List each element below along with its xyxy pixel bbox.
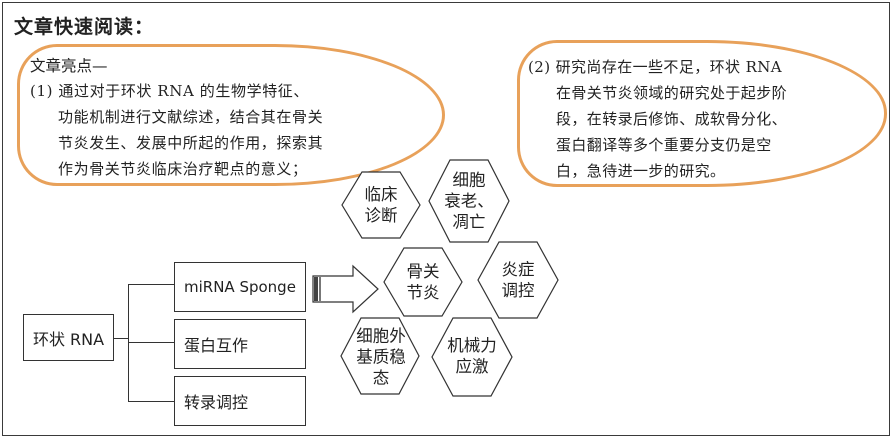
mechanism-node: miRNA Sponge [174, 262, 306, 312]
highlight-bubble-2: (2) 研究尚存在一些不足，环状 RNA 在骨关节炎领域的研究处于起步阶 段，在… [517, 40, 887, 187]
root-node: 环状 RNA [23, 314, 114, 361]
highlight-point-1-line: 作为骨关节炎临床治疗靶点的意义； [58, 160, 308, 178]
highlight-point-1-line: 节炎发生、发展中所起的作用，探索其 [58, 134, 324, 152]
highlight-point-1-line: 功能机制进行文献综述，结合其在骨关 [58, 108, 324, 126]
mechanism-node: 转录调控 [174, 376, 306, 426]
hexagon-label-ecm: 细胞外基质稳态 [356, 326, 406, 388]
highlight-point-2-line: 在骨关节炎领域的研究处于起步阶 [556, 84, 788, 102]
highlight-point-2-line: 段，在转录后修饰、成软骨分化、 [556, 110, 788, 128]
highlight-point-2-line: 蛋白翻译等多个重要分支仍是空 [556, 136, 772, 154]
connector-trunk [128, 284, 129, 402]
hexagon-label-clinical: 临床诊断 [364, 185, 398, 225]
hexagon-senescence [428, 159, 510, 243]
connector-branch-2 [128, 342, 174, 343]
hexagon-label-inflammation: 炎症调控 [501, 260, 535, 300]
mechanism-node: 蛋白互作 [174, 319, 306, 369]
hexagon-clinical [341, 171, 421, 239]
highlight-point-2-line: (2) 研究尚存在一些不足，环状 RNA [528, 58, 783, 76]
highlight-point-2: (2) 研究尚存在一些不足，环状 RNA 在骨关节炎领域的研究处于起步阶 段，在… [528, 54, 828, 184]
connector-root-stem [114, 338, 129, 339]
figure-frame [2, 2, 890, 436]
hexagon-mechanical [431, 317, 513, 397]
block-arrow [312, 264, 379, 314]
highlight-bubble-1: 文章亮点— (1) 通过对于环状 RNA 的生物学特征、 功能机制进行文献综述，… [17, 44, 445, 186]
highlight-point-1: (1) 通过对于环状 RNA 的生物学特征、 功能机制进行文献综述，结合其在骨关… [30, 78, 390, 182]
hexagon-label-senescence: 细胞衰老、凋亡 [444, 170, 494, 232]
hexagon-label-center: 骨关节炎 [406, 262, 440, 302]
hexagon-ecm [340, 317, 420, 395]
hexagon-label-mechanical: 机械力应激 [447, 336, 497, 376]
highlight-point-2-line: 白，急待进一步的研究。 [556, 162, 726, 180]
highlight-point-1-line: (1) 通过对于环状 RNA 的生物学特征、 [30, 82, 310, 100]
connector-branch-3 [128, 401, 174, 402]
page-title: 文章快速阅读： [14, 16, 155, 38]
highlight-heading: 文章亮点— [30, 57, 108, 75]
connector-branch-1 [128, 284, 174, 285]
hexagon-center [383, 247, 463, 317]
hexagon-inflammation [477, 241, 559, 319]
